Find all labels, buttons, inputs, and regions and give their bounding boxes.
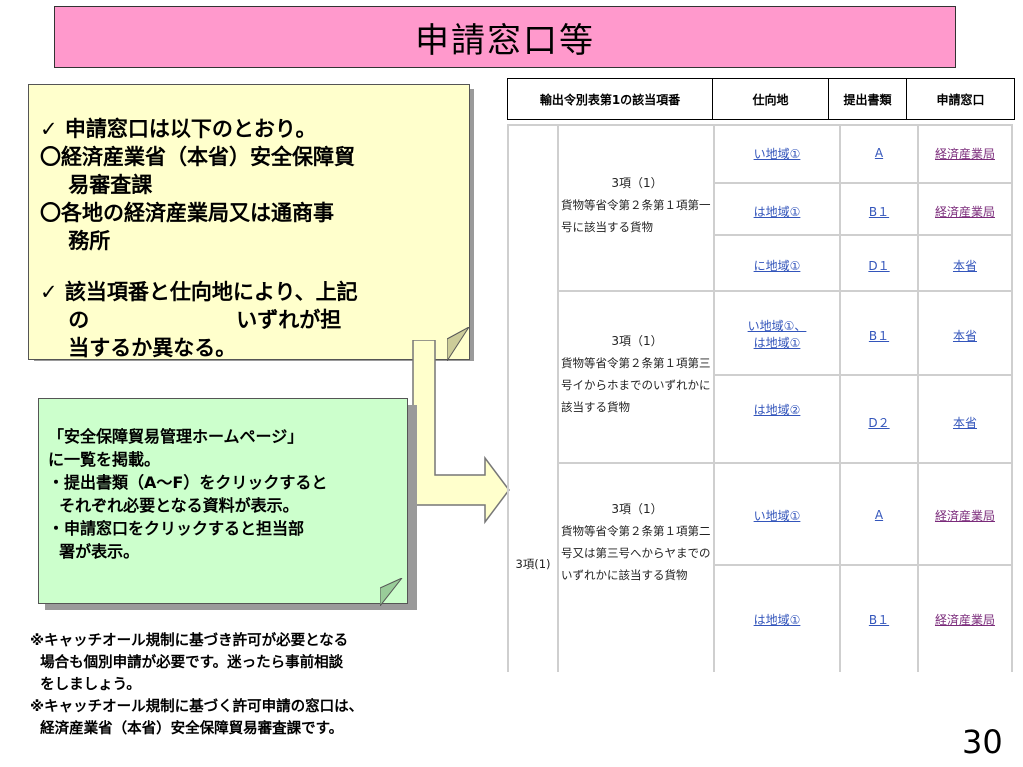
desc-line: 号又は第三号へからヤまでの	[561, 546, 711, 560]
document-link[interactable]: B１	[868, 328, 890, 343]
destination-link[interactable]: に地域①	[753, 258, 801, 273]
desc-line: いずれかに該当する貨物	[561, 568, 688, 582]
destination-link[interactable]: い地域①	[753, 146, 801, 161]
office-link[interactable]: 経済産業局	[934, 204, 995, 219]
homepage-note-text: 「安全保障貿易管理ホームページ」 に一覧を掲載。 ・提出書類（A～F）をクリック…	[48, 425, 408, 563]
office-link[interactable]: 本省	[952, 415, 977, 430]
destination-link[interactable]: い地域①、	[747, 319, 807, 333]
footnote-line: ※キャッチオール規制に基づき許可が必要となる	[30, 633, 349, 649]
green-note-line: それぞれ必要となる資料が表示。	[48, 496, 299, 515]
table-header: 輸出令別表第1の該当項番 仕向地 提出書類 申請窓口	[507, 78, 1015, 120]
note-line: 〇各地の経済産業局又は通商事	[40, 201, 334, 225]
group-description: 3項（1） 貨物等省令第２条第１項第一 号に該当する貨物	[561, 172, 713, 238]
footnote-line: ※キャッチオール規制に基づく許可申請の窓口は、	[30, 699, 364, 715]
document-link[interactable]: D１	[868, 258, 890, 273]
desc-line: 貨物等省令第２条第１項第一	[561, 198, 711, 212]
group-item: 3項（1）	[611, 176, 663, 190]
note-line: の いずれが担	[40, 308, 342, 332]
document-link[interactable]: B１	[868, 612, 890, 627]
column-header-documents: 提出書類	[829, 79, 907, 119]
office-link[interactable]: 本省	[952, 258, 977, 273]
document-link[interactable]: D２	[868, 415, 890, 430]
arrow-shape	[412, 340, 510, 525]
destination-link[interactable]: は地域①	[753, 204, 801, 219]
destination-link[interactable]: は地域①	[753, 612, 801, 627]
green-note-line: に一覧を掲載。	[48, 450, 161, 469]
desc-line: 号イからホまでのいずれかに	[561, 378, 711, 392]
group-item: 3項（1）	[611, 334, 663, 348]
column-header-destination: 仕向地	[713, 79, 829, 119]
green-note-line: ・提出書類（A～F）をクリックすると	[48, 473, 328, 492]
office-link[interactable]: 本省	[952, 328, 977, 343]
footnote-line: をしましょう。	[30, 677, 141, 693]
group-description: 3項（1） 貨物等省令第２条第１項第二 号又は第三号へからヤまでの いずれかに該…	[561, 498, 713, 586]
note-line: ✓ 申請窓口は以下のとおり。	[40, 117, 317, 141]
green-note-line: 署が表示。	[48, 542, 140, 561]
green-note-fold-corner	[380, 578, 403, 606]
document-link[interactable]: A	[874, 146, 884, 160]
outer-item-label: 3項(1)	[515, 557, 551, 571]
group-item: 3項（1）	[611, 502, 663, 516]
note-line: ✓ 該当項番と仕向地により、上記	[40, 280, 358, 304]
office-link[interactable]: 経済産業局	[934, 612, 995, 627]
desc-line: 貨物等省令第２条第１項第三	[561, 356, 711, 370]
homepage-note	[38, 398, 408, 604]
desc-line: 該当する貨物	[561, 400, 630, 414]
info-note	[28, 84, 470, 360]
group-description: 3項（1） 貨物等省令第２条第１項第三 号イからホまでのいずれかに 該当する貨物	[561, 330, 713, 418]
footnote: ※キャッチオール規制に基づき許可が必要となる 場合も個別申請が必要です。迷ったら…	[30, 630, 490, 740]
document-link[interactable]: A	[874, 508, 884, 522]
document-link[interactable]: B１	[868, 204, 890, 219]
desc-line: 号に該当する貨物	[561, 220, 653, 234]
destination-link[interactable]: い地域①	[753, 508, 801, 523]
destination-link[interactable]: は地域①	[753, 336, 801, 350]
column-header-office: 申請窓口	[936, 92, 985, 107]
note-line: 〇経済産業省（本省）安全保障貿	[40, 145, 355, 169]
note-line: 務所	[40, 229, 111, 253]
note-line: 当するか異なる。	[40, 336, 237, 360]
note-fold-corner	[447, 327, 470, 361]
destination-link[interactable]: は地域②	[753, 402, 801, 417]
page-number: 30	[962, 723, 1003, 761]
item-table: 3項(1) 3項（1） 貨物等省令第２条第１項第一 号に該当する貨物 い地域① …	[507, 124, 1013, 672]
footnote-line: 経済産業省（本省）安全保障貿易審査課です。	[30, 721, 344, 737]
desc-line: 貨物等省令第２条第１項第二	[561, 524, 711, 538]
office-link[interactable]: 経済産業局	[934, 146, 995, 161]
footnote-line: 場合も個別申請が必要です。迷ったら事前相談	[30, 655, 344, 671]
slide-title: 申請窓口等	[54, 6, 956, 68]
note-line: 易審査課	[40, 173, 153, 197]
note-text: ✓ 申請窓口は以下のとおり。 〇経済産業省（本省）安全保障貿 易審査課 〇各地の…	[40, 115, 460, 362]
column-header-item-number: 輸出令別表第1の該当項番	[508, 79, 713, 119]
office-link[interactable]: 経済産業局	[934, 508, 995, 523]
green-note-line: 「安全保障貿易管理ホームページ」	[48, 427, 304, 446]
green-note-line: ・申請窓口をクリックすると担当部	[48, 519, 305, 538]
